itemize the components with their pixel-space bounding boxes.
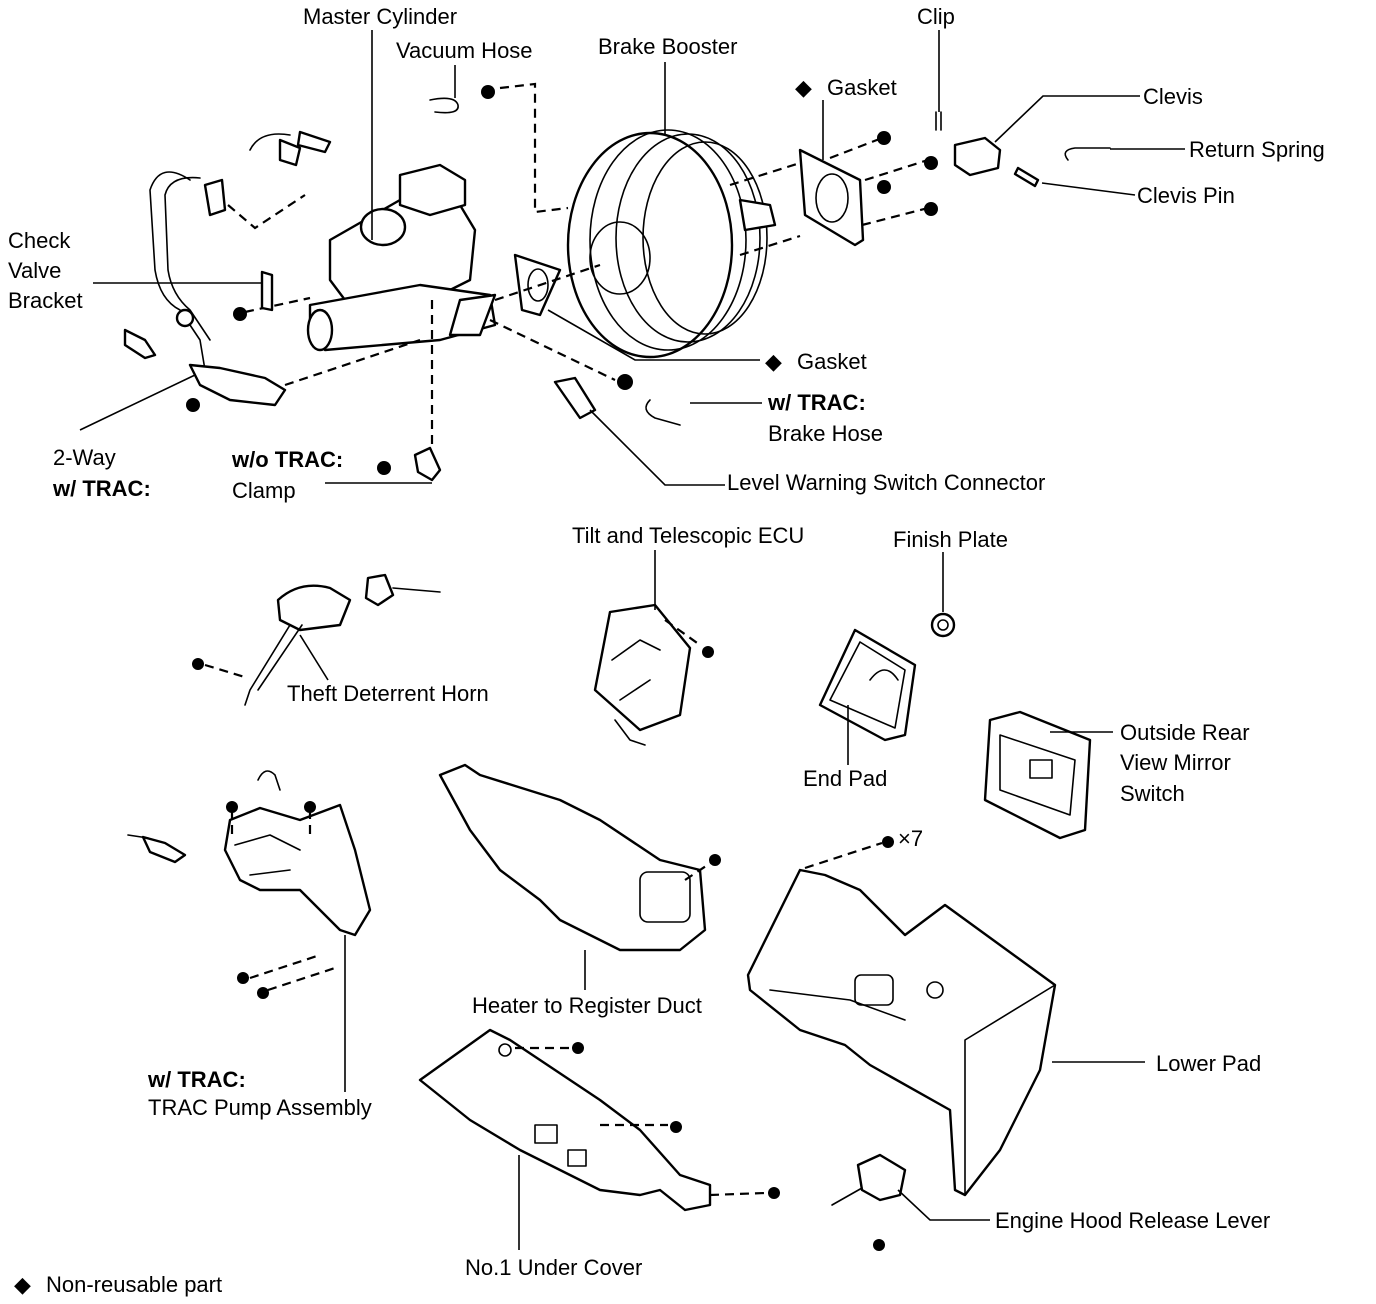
legend-non-reusable: Non-reusable part <box>46 1272 222 1297</box>
check-valve-bracket-part <box>260 270 274 312</box>
label-end-pad: End Pad <box>803 766 887 791</box>
label-check-valve-bracket-2: Valve <box>8 258 61 283</box>
under-cover-dash-3 <box>709 1191 766 1197</box>
hood-release-leader <box>897 1189 990 1221</box>
label-lower-pad: Lower Pad <box>1156 1051 1261 1076</box>
label-heater-duct: Heater to Register Duct <box>472 993 702 1018</box>
gasket-dash-5 <box>739 234 801 257</box>
label-master-cylinder: Master Cylinder <box>303 4 457 29</box>
check-valve-dash-3 <box>244 296 311 314</box>
brake-hose-part <box>645 399 681 426</box>
check-valve-dash-1 <box>227 194 306 230</box>
gasket-dash-2 <box>729 161 801 187</box>
theft-horn-leader <box>299 634 329 681</box>
label-mirror-switch-3: Switch <box>1120 781 1185 806</box>
label-clip: Clip <box>917 4 955 29</box>
label-clevis-pin: Clevis Pin <box>1137 183 1235 208</box>
clevis-pin-part <box>1013 166 1040 188</box>
label-check-valve-bracket-1: Check <box>8 228 71 253</box>
label-clevis: Clevis <box>1143 84 1203 109</box>
clevis-part <box>953 136 1002 177</box>
clevis-pin-leader <box>1041 182 1136 196</box>
label-two-way: 2-Way <box>53 445 116 470</box>
label-brake-hose-condition: w/ TRAC: <box>767 390 866 415</box>
non-reusable-marker: ◆ <box>765 349 782 374</box>
gasket-bottom-leader <box>547 309 760 361</box>
label-brake-hose: Brake Hose <box>768 421 883 446</box>
gasket-dash-3 <box>864 158 929 182</box>
two-way-leader <box>79 374 196 431</box>
label-gasket-bottom: Gasket <box>797 349 867 374</box>
trac-pump-dash-4 <box>267 966 336 992</box>
mc-booster-dash-2 <box>489 319 616 381</box>
return-spring-part <box>1064 147 1111 161</box>
legend-marker: ◆ <box>14 1272 31 1297</box>
label-brake-booster: Brake Booster <box>598 34 737 59</box>
label-trac-pump-condition: w/ TRAC: <box>147 1067 246 1092</box>
vacuum-hose-part <box>429 85 495 114</box>
theft-deterrent-horn-part <box>244 573 441 706</box>
tilt-telescopic-ecu-part <box>593 603 692 746</box>
level-warning-connector-part <box>553 376 597 420</box>
trac-pump-dash-3 <box>249 953 321 980</box>
label-clamp-condition: w/o TRAC: <box>231 447 343 472</box>
clevis-leader <box>994 95 1140 143</box>
non-reusable-marker: ◆ <box>795 75 812 100</box>
label-mirror-switch-1: Outside Rear <box>1120 720 1250 745</box>
heater-duct-part <box>438 763 707 952</box>
end-pad-part <box>818 628 917 742</box>
master-cylinder-part <box>306 163 497 352</box>
lower-pad-dash <box>804 841 883 870</box>
label-check-valve-bracket-3: Bracket <box>8 288 83 313</box>
gasket-dash-1 <box>829 136 883 160</box>
check-valve-dash-2 <box>284 338 421 387</box>
label-level-warning-connector: Level Warning Switch Connector <box>727 470 1045 495</box>
gasket-dash-4 <box>861 206 929 227</box>
label-clamp: Clamp <box>232 478 296 503</box>
label-vacuum-hose: Vacuum Hose <box>396 38 533 63</box>
under-cover-part <box>418 1028 712 1212</box>
check-valve-hose-part <box>123 171 287 407</box>
label-theft-deterrent-horn: Theft Deterrent Horn <box>287 681 489 706</box>
brake-line-fittings-part <box>249 130 332 167</box>
clamp-part <box>413 446 442 482</box>
tilt-ecu-dash <box>664 619 701 646</box>
label-finish-plate: Finish Plate <box>893 527 1008 552</box>
gasket-rear-part <box>798 148 865 247</box>
mirror-switch-part <box>983 710 1092 840</box>
label-bolt-count: ×7 <box>898 826 923 851</box>
level-warning-leader <box>589 409 725 486</box>
label-gasket-top: Gasket <box>827 75 897 100</box>
mc-booster-dash-1 <box>494 263 601 302</box>
heater-duct-dash <box>684 861 713 881</box>
label-under-cover: No.1 Under Cover <box>465 1255 642 1280</box>
vacuum-hose-dash <box>499 82 569 214</box>
lower-pad-part <box>746 868 1057 1197</box>
label-trac-pump: TRAC Pump Assembly <box>148 1095 372 1120</box>
brake-booster-part <box>566 129 777 359</box>
label-hood-release-lever: Engine Hood Release Lever <box>995 1208 1270 1233</box>
trac-pump-part <box>127 770 372 937</box>
label-two-way-condition: w/ TRAC: <box>52 476 151 501</box>
label-tilt-telescopic-ecu: Tilt and Telescopic ECU <box>572 523 804 548</box>
hood-release-lever-part <box>831 1153 907 1251</box>
label-mirror-switch-2: View Mirror <box>1120 750 1231 775</box>
clip-part <box>935 111 942 131</box>
theft-horn-dash <box>204 663 249 680</box>
finish-plate-part <box>930 612 956 638</box>
label-return-spring: Return Spring <box>1189 137 1325 162</box>
